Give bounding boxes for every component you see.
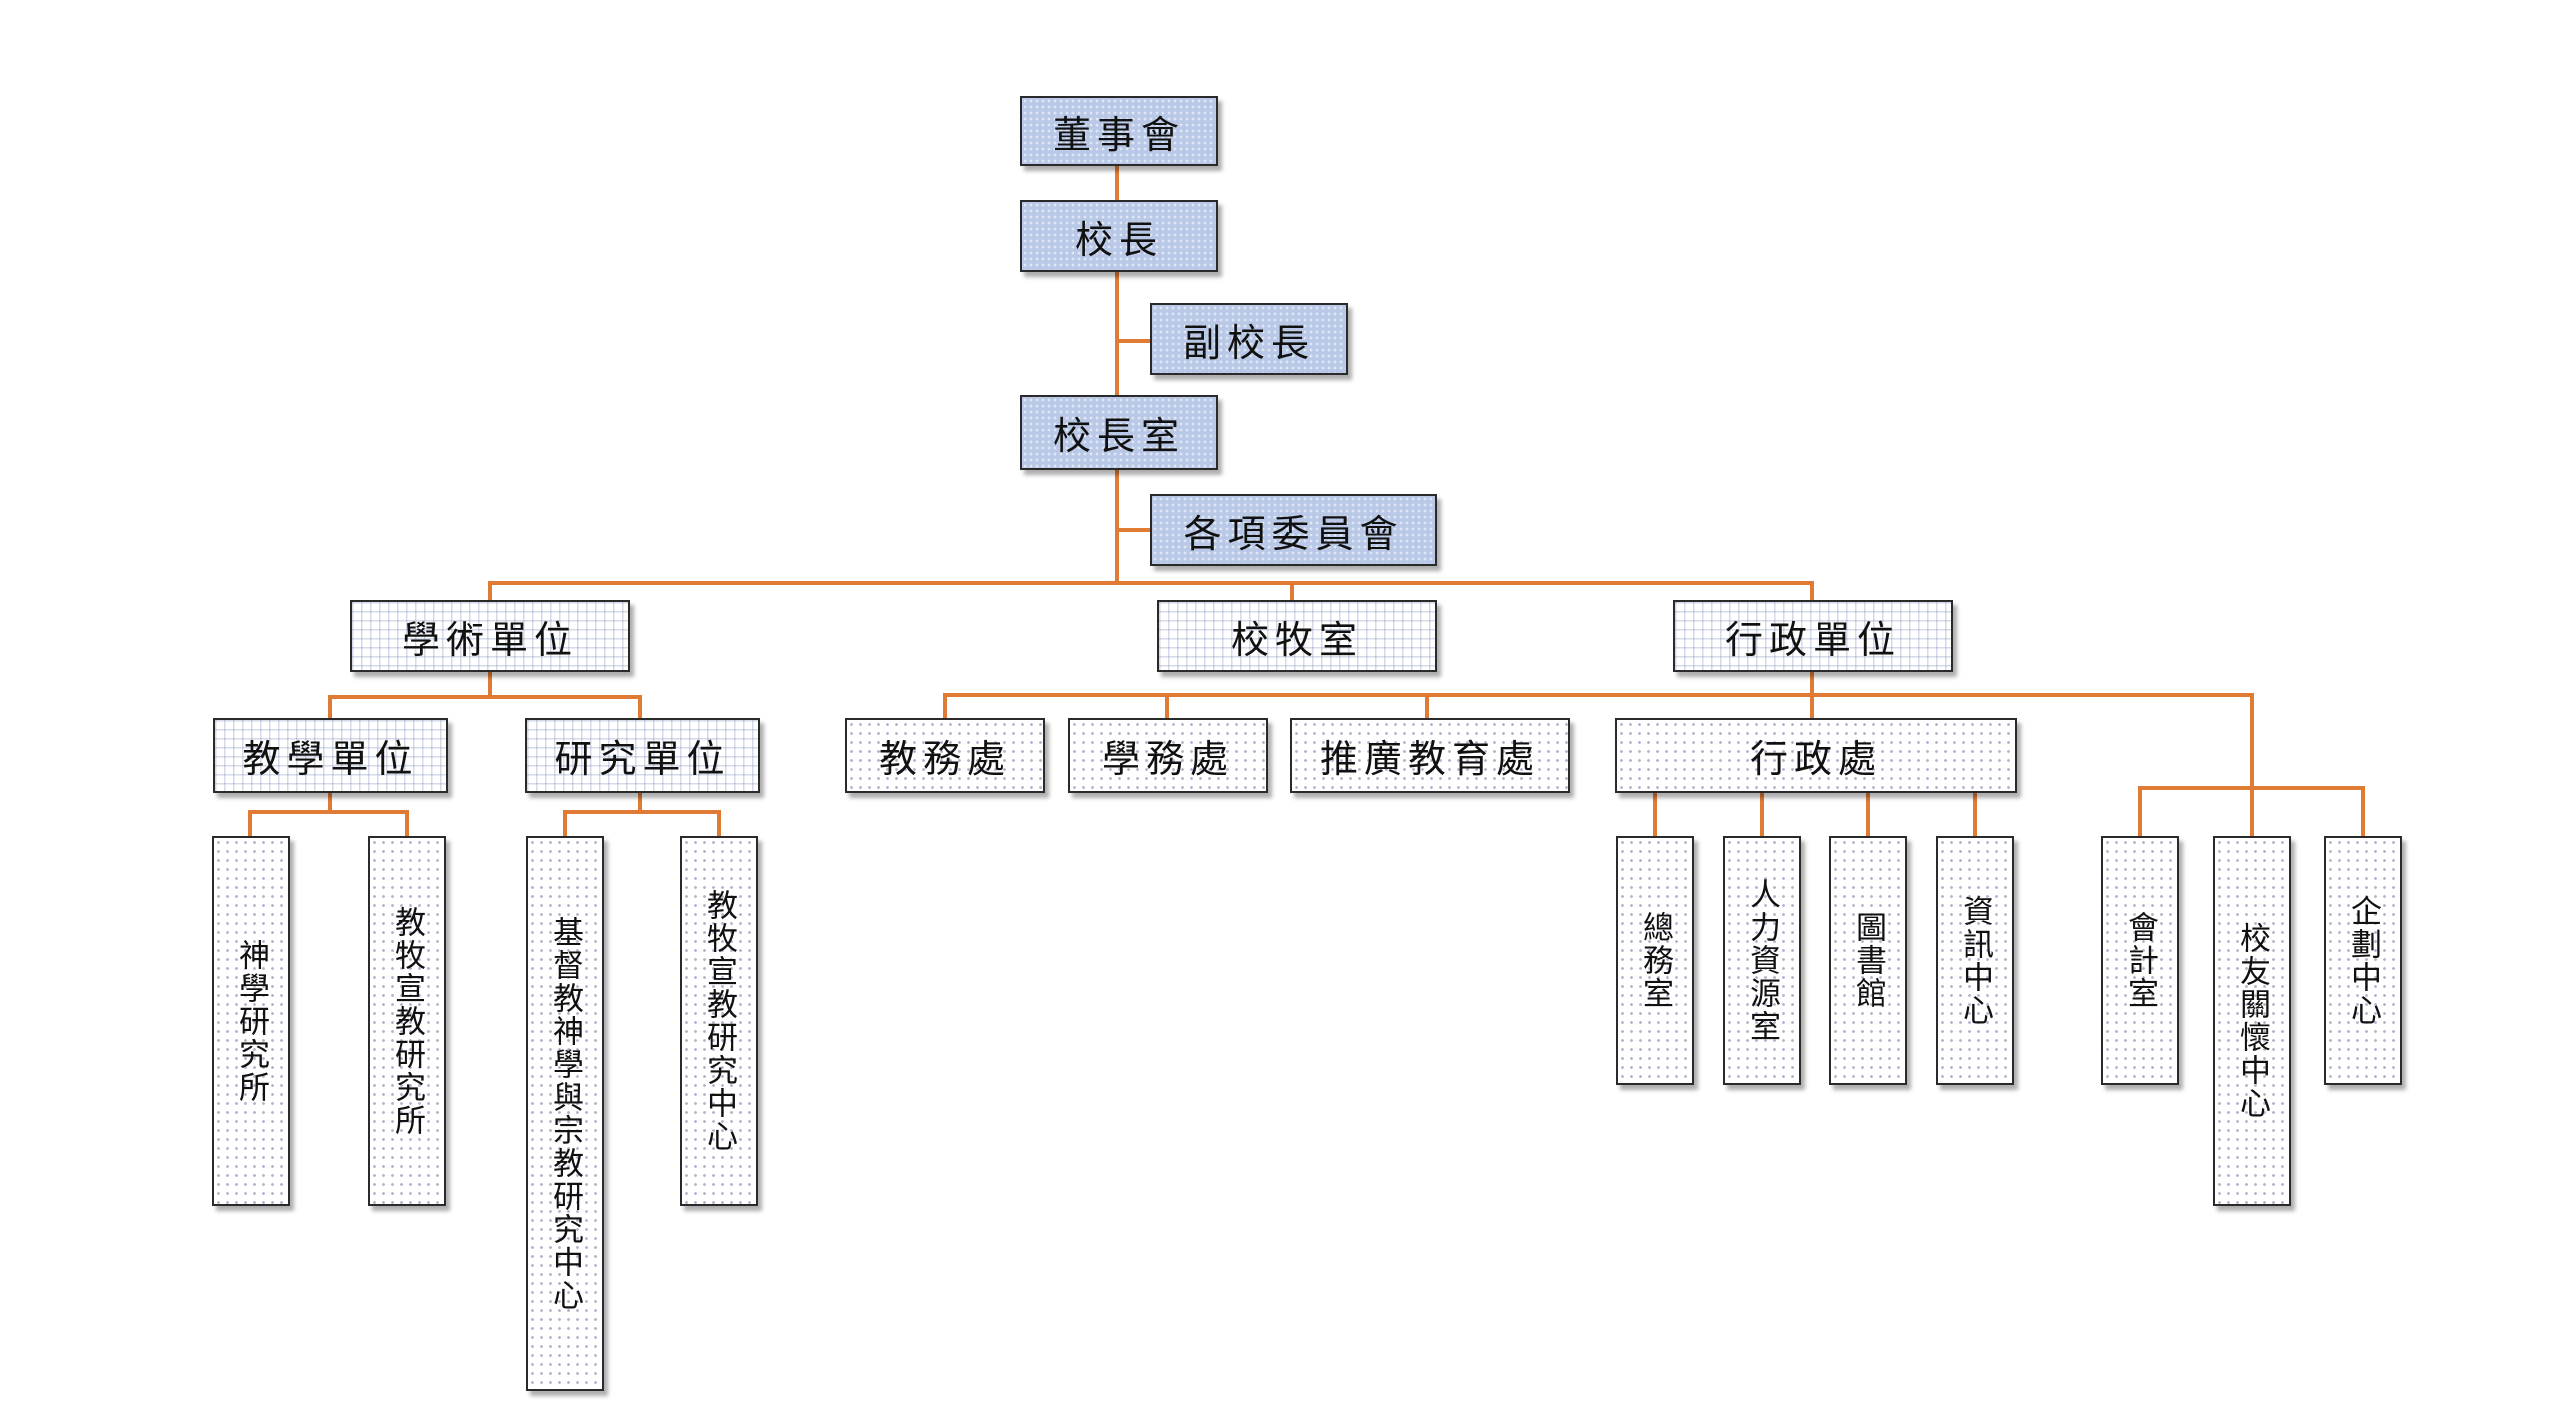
extension-education-label: 推廣教育處 bbox=[1319, 737, 1540, 781]
extension-education-box[interactable]: 推廣教育處 bbox=[1290, 718, 1570, 793]
grad-theology-box[interactable]: 神學研究所 bbox=[212, 836, 290, 1206]
president-label: 校長 bbox=[1074, 217, 1163, 262]
committees-box[interactable]: 各項委員會 bbox=[1150, 494, 1437, 566]
administrative-units-label: 行政單位 bbox=[1724, 617, 1901, 662]
presidents-office-box[interactable]: 校長室 bbox=[1020, 395, 1218, 470]
alumni-center-label: 校友關懷中心 bbox=[2234, 922, 2270, 1120]
presidents-office-label: 校長室 bbox=[1052, 414, 1185, 458]
general-affairs-box[interactable]: 總務室 bbox=[1616, 836, 1694, 1085]
academic-units-label: 學術單位 bbox=[401, 617, 578, 662]
grad-pastoral-missions-label: 教牧宣教研究所 bbox=[389, 905, 425, 1137]
committees-label: 各項委員會 bbox=[1183, 511, 1404, 556]
student-affairs-box[interactable]: 學務處 bbox=[1068, 718, 1268, 793]
administrative-units-box[interactable]: 行政單位 bbox=[1673, 600, 1953, 672]
research-units-label: 研究單位 bbox=[554, 737, 731, 781]
it-center-box[interactable]: 資訊中心 bbox=[1936, 836, 2014, 1085]
student-affairs-label: 學務處 bbox=[1101, 737, 1234, 781]
teaching-units-box[interactable]: 教學單位 bbox=[213, 718, 448, 793]
human-resources-box[interactable]: 人力資源室 bbox=[1723, 836, 1801, 1085]
academic-affairs-box[interactable]: 教務處 bbox=[845, 718, 1045, 793]
board-label: 董事會 bbox=[1052, 112, 1185, 157]
alumni-center-box[interactable]: 校友關懷中心 bbox=[2213, 836, 2291, 1206]
center-pastoral-missions-box[interactable]: 教牧宣教研究中心 bbox=[680, 836, 758, 1206]
academic-units-box[interactable]: 學術單位 bbox=[350, 600, 630, 672]
chaplaincy-box[interactable]: 校牧室 bbox=[1157, 600, 1437, 672]
center-christian-theology-box[interactable]: 基督教神學與宗教研究中心 bbox=[526, 836, 604, 1391]
research-units-box[interactable]: 研究單位 bbox=[525, 718, 760, 793]
it-center-label: 資訊中心 bbox=[1957, 894, 1993, 1027]
center-pastoral-missions-label: 教牧宣教研究中心 bbox=[701, 889, 737, 1153]
general-affairs-label: 總務室 bbox=[1637, 911, 1673, 1010]
chaplaincy-label: 校牧室 bbox=[1230, 617, 1363, 662]
president-box[interactable]: 校長 bbox=[1020, 200, 1218, 272]
grad-pastoral-missions-box[interactable]: 教牧宣教研究所 bbox=[368, 836, 446, 1206]
academic-affairs-label: 教務處 bbox=[878, 737, 1011, 781]
library-label: 圖書館 bbox=[1850, 911, 1886, 1010]
accounting-label: 會計室 bbox=[2122, 911, 2158, 1010]
library-box[interactable]: 圖書館 bbox=[1829, 836, 1907, 1085]
vice-president-box[interactable]: 副校長 bbox=[1150, 303, 1348, 375]
grad-theology-label: 神學研究所 bbox=[233, 938, 269, 1104]
administration-office-label: 行政處 bbox=[1749, 737, 1882, 781]
vice-president-label: 副校長 bbox=[1182, 320, 1315, 365]
board-box[interactable]: 董事會 bbox=[1020, 96, 1218, 166]
teaching-units-label: 教學單位 bbox=[242, 737, 419, 781]
planning-center-box[interactable]: 企劃中心 bbox=[2324, 836, 2402, 1085]
human-resources-label: 人力資源室 bbox=[1744, 878, 1780, 1043]
accounting-box[interactable]: 會計室 bbox=[2101, 836, 2179, 1085]
planning-center-label: 企劃中心 bbox=[2345, 894, 2381, 1027]
center-christian-theology-label: 基督教神學與宗教研究中心 bbox=[547, 915, 583, 1312]
administration-office-box[interactable]: 行政處 bbox=[1615, 718, 2017, 793]
